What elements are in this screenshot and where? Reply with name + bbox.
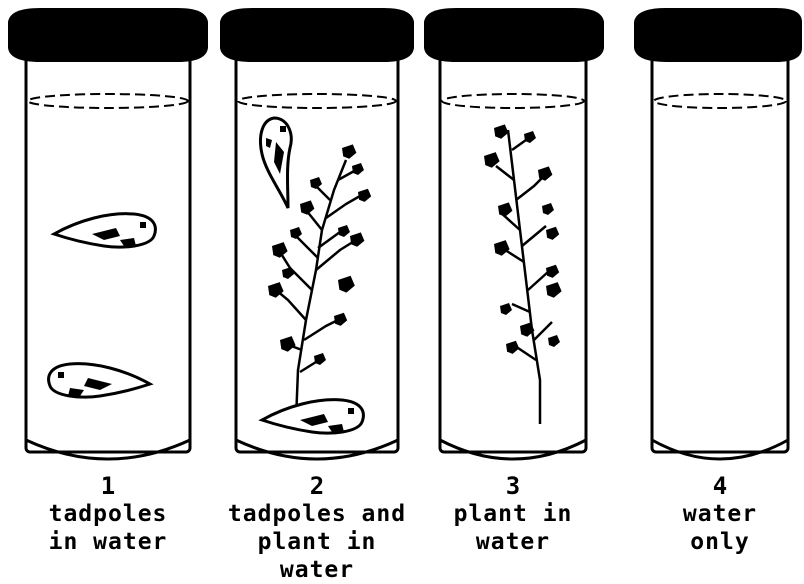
- tube-3-cap: [424, 8, 604, 62]
- tube-2-label-line-1: tadpoles and: [217, 500, 417, 528]
- tube-2-cap: [220, 8, 414, 62]
- tube-1-label-line-2: in water: [8, 528, 208, 556]
- tube-3-caption: 3 plant in water: [413, 472, 613, 556]
- tube-4-caption: 4 water only: [620, 472, 804, 556]
- tube-3-label-line-2: water: [413, 528, 613, 556]
- tube-4-number: 4: [620, 472, 804, 500]
- tube-3-label-line-1: plant in: [413, 500, 613, 528]
- tube-4-label-line-1: water: [620, 500, 804, 528]
- tube-1-label-line-1: tadpoles: [8, 500, 208, 528]
- tube-4-cap: [634, 8, 802, 62]
- tube-3-body: [440, 52, 586, 452]
- tube-2-body: [236, 52, 398, 452]
- tube-4-body: [652, 52, 788, 452]
- tube-2-caption: 2 tadpoles and plant in water: [217, 472, 417, 584]
- tube-3-number: 3: [413, 472, 613, 500]
- tube-2-number: 2: [217, 472, 417, 500]
- tube-4-label-line-2: only: [620, 528, 804, 556]
- tube-2-label-line-2: plant in water: [217, 528, 417, 584]
- tube-1-number: 1: [8, 472, 208, 500]
- tube-1: [8, 8, 208, 459]
- tube-3: [424, 8, 604, 459]
- tube-4: [634, 8, 802, 459]
- tube-2: [220, 8, 414, 459]
- tube-1-cap: [8, 8, 208, 62]
- tube-1-caption: 1 tadpoles in water: [8, 472, 208, 556]
